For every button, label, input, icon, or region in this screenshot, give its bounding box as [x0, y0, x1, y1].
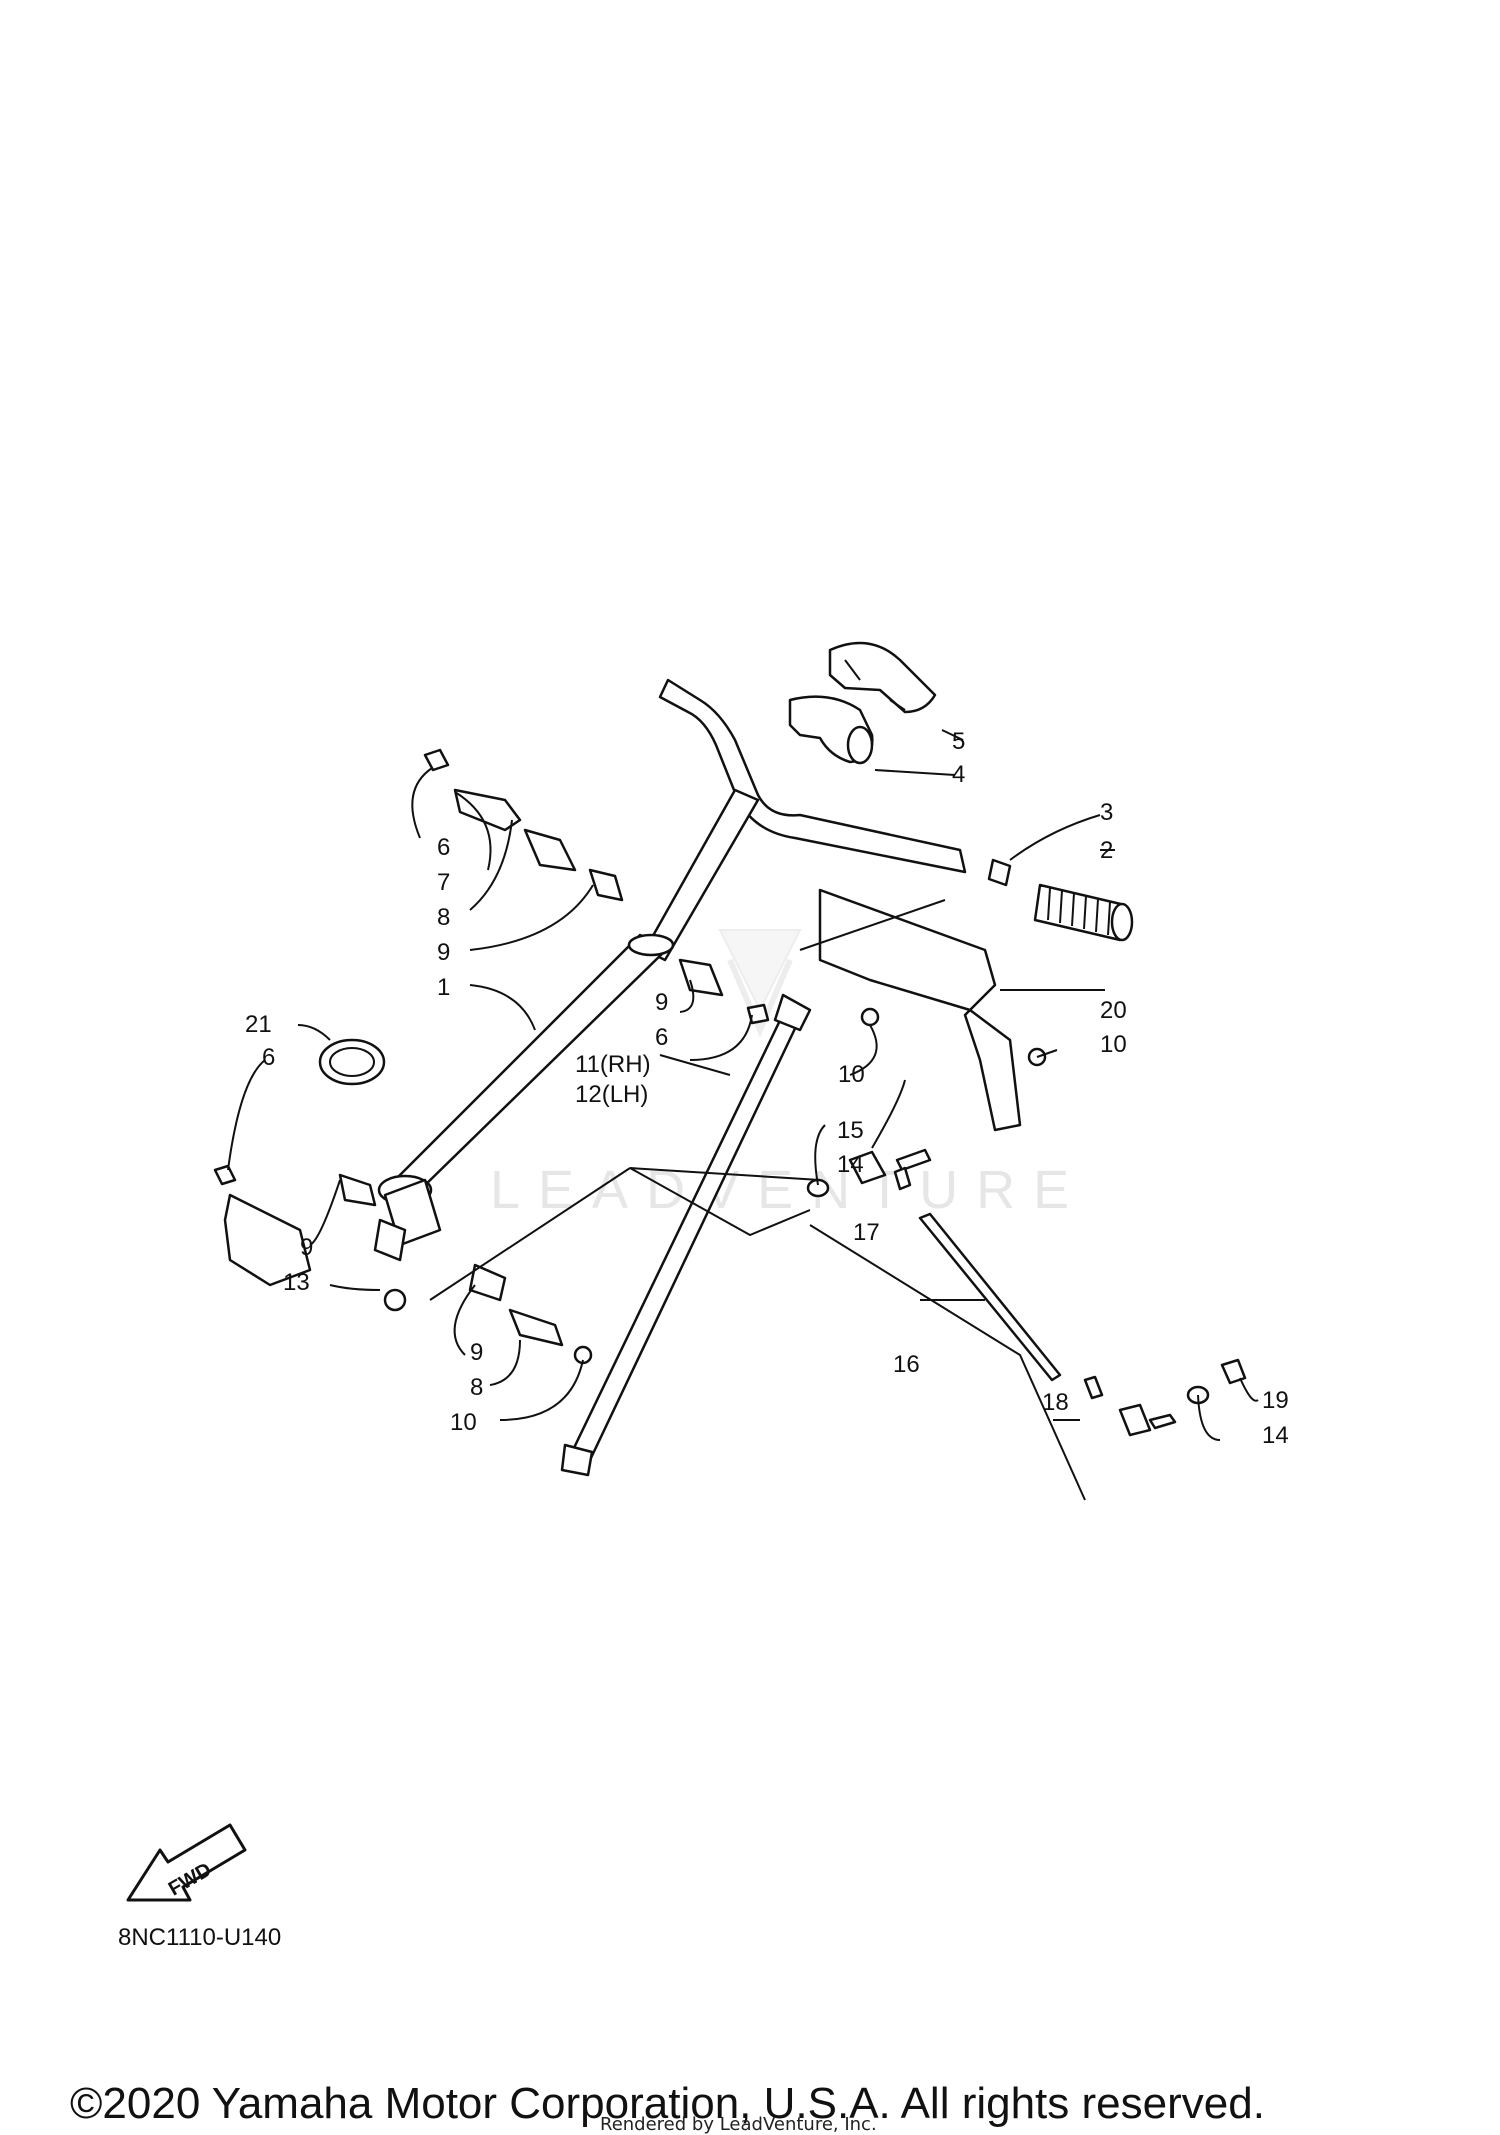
callout-3: 3 [1100, 799, 1113, 826]
callout-20: 20 [1100, 997, 1127, 1024]
callout-11: 11(RH) [575, 1051, 651, 1078]
upper-clamp-parts [423, 748, 770, 1025]
hand-guard-part [788, 641, 937, 765]
callout-13: 13 [283, 1269, 310, 1296]
grip-part [987, 858, 1134, 942]
callout-10c: 10 [450, 1409, 477, 1436]
callout-1: 1 [437, 974, 450, 1001]
callout-14b: 14 [1262, 1422, 1289, 1449]
callout-10b: 10 [1100, 1031, 1127, 1058]
rendered-by-note: Rendered by LeadVenture, Inc. [600, 2114, 877, 2135]
strut-part [560, 993, 812, 1477]
callout-8a: 8 [437, 904, 450, 931]
callout-10a: 10 [838, 1061, 865, 1088]
callout-19: 19 [1262, 1387, 1289, 1414]
callout-9c: 9 [300, 1234, 313, 1261]
callout-15: 15 [837, 1117, 864, 1144]
callout-7: 7 [437, 869, 450, 896]
tie-rod-part [806, 1148, 1247, 1437]
callout-12: 12(LH) [575, 1081, 648, 1108]
copyright-notice: ©2020 Yamaha Motor Corporation, U.S.A. A… [70, 2079, 1265, 2128]
callout-9d: 9 [470, 1339, 483, 1366]
callout-4: 4 [952, 761, 965, 788]
callout-9a: 9 [437, 939, 450, 966]
callout-5: 5 [952, 728, 965, 755]
diagram-code: 8NC1110-U140 [118, 1924, 281, 1951]
callout-18: 18 [1042, 1389, 1069, 1416]
leader-lines [227, 729, 1259, 1501]
lower-bracket-part [213, 1038, 386, 1287]
callout-6a: 6 [437, 834, 450, 861]
fwd-arrow-icon: FWD [126, 1823, 247, 1902]
callout-2: 2 [1100, 837, 1113, 864]
watermark-text: LEADVENTURE [490, 1160, 1087, 1220]
callout-8b: 8 [470, 1374, 483, 1401]
bracket-part [818, 888, 1047, 1132]
callout-6c: 6 [262, 1044, 275, 1071]
callout-16: 16 [893, 1351, 920, 1378]
callout-14a: 14 [837, 1151, 864, 1178]
callout-6b: 6 [655, 1024, 668, 1051]
callout-9b: 9 [655, 989, 668, 1016]
callout-labels: 5 4 3 2 6 7 8 9 1 9 6 10 20 10 21 6 11(R… [245, 728, 1289, 1449]
watermark-logo [718, 929, 802, 1038]
handlebar-part [377, 678, 967, 1247]
callout-17: 17 [853, 1219, 880, 1246]
callout-21: 21 [245, 1011, 272, 1038]
lower-clamp-parts [338, 1173, 593, 1365]
